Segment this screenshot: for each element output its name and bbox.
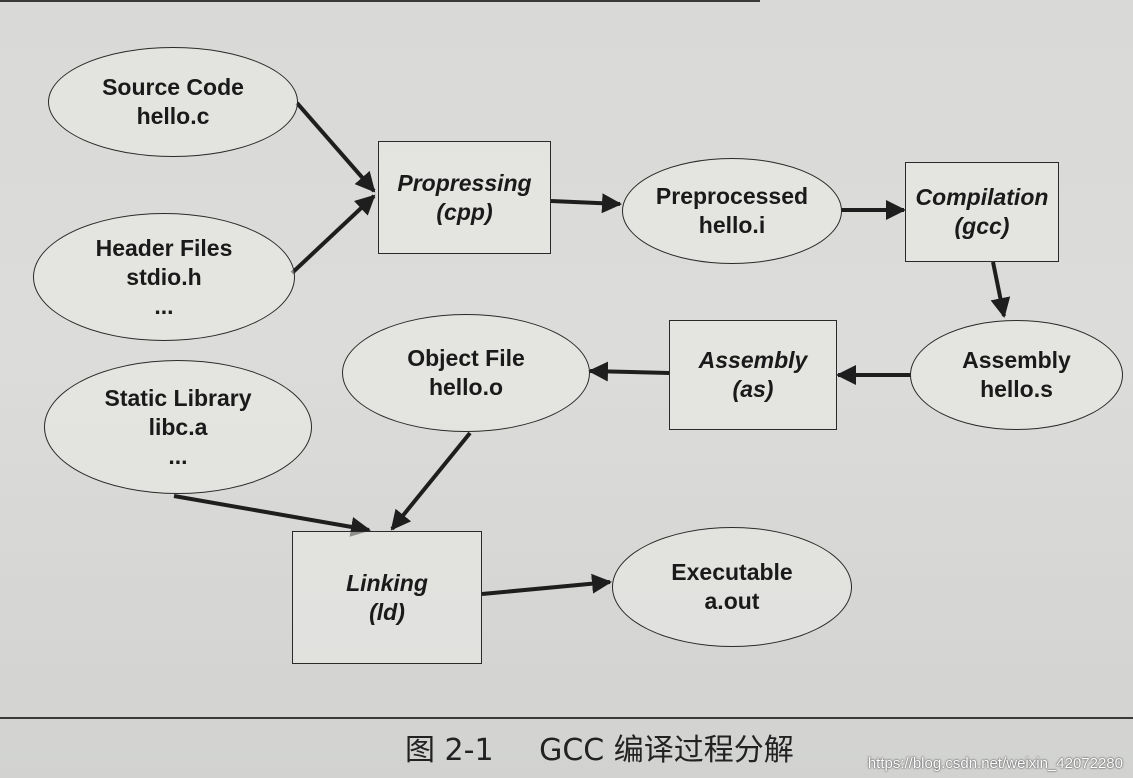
assembly-step-tool: (as) bbox=[732, 376, 774, 402]
arrow-assembly-step-to-object-file bbox=[588, 361, 670, 382]
arrow-source-to-propressing bbox=[295, 101, 376, 193]
static-library-more: ... bbox=[168, 442, 188, 469]
object-file-node: Object File hello.o bbox=[342, 314, 590, 432]
arrow-propressing-to-preprocessed bbox=[550, 193, 622, 214]
compilation-tool: (gcc) bbox=[954, 213, 1010, 239]
watermark-url: https://blog.csdn.net/weixin_42072280 bbox=[867, 755, 1123, 772]
static-library-node: Static Library libc.a ... bbox=[44, 360, 312, 494]
linking-tool: (ld) bbox=[369, 598, 405, 625]
preprocessed-label: Preprocessed bbox=[655, 183, 809, 209]
source-code-file: hello.c bbox=[136, 103, 210, 129]
preprocessed-node: Preprocessed hello.i bbox=[622, 158, 842, 264]
linking-node: Linking (ld) bbox=[292, 531, 482, 664]
assembly-step-node: Assembly (as) bbox=[669, 320, 837, 430]
arrow-header-to-propressing bbox=[290, 194, 376, 275]
object-file-label: Object File bbox=[407, 345, 525, 371]
bottom-rule bbox=[0, 717, 1133, 719]
executable-node: Executable a.out bbox=[612, 527, 852, 647]
compilation-label: Compilation bbox=[915, 184, 1049, 210]
preprocessed-file: hello.i bbox=[698, 212, 766, 238]
header-files-file: stdio.h bbox=[126, 263, 202, 290]
figure-number: 图 2-1 bbox=[405, 733, 494, 768]
assembly-step-label: Assembly bbox=[698, 347, 808, 373]
header-files-label: Header Files bbox=[95, 234, 233, 261]
propressing-label: Propressing bbox=[397, 169, 532, 196]
figure-caption: 图 2-1 GCC 编译过程分解 bbox=[405, 725, 794, 769]
object-file-file: hello.o bbox=[428, 374, 504, 400]
compilation-node: Compilation (gcc) bbox=[905, 162, 1059, 262]
executable-label: Executable bbox=[671, 559, 793, 585]
assembly-file-file: hello.s bbox=[980, 376, 1053, 402]
linking-label: Linking bbox=[346, 569, 428, 596]
source-code-node: Source Code hello.c bbox=[48, 47, 298, 157]
executable-file: a.out bbox=[704, 588, 760, 614]
arrow-linking-to-executable bbox=[481, 573, 612, 596]
static-library-file: libc.a bbox=[148, 413, 208, 440]
propressing-tool: (cpp) bbox=[436, 198, 493, 225]
assembly-file-label: Assembly bbox=[962, 347, 1071, 373]
source-code-label: Source Code bbox=[102, 74, 244, 100]
header-files-more: ... bbox=[154, 292, 174, 319]
static-library-label: Static Library bbox=[104, 384, 252, 411]
arrow-object-file-to-linking bbox=[390, 431, 472, 531]
propressing-node: Propressing (cpp) bbox=[378, 141, 551, 254]
arrow-compilation-to-assembly-file bbox=[990, 261, 1011, 318]
header-files-node: Header Files stdio.h ... bbox=[33, 213, 295, 341]
top-rule bbox=[0, 0, 760, 2]
figure-title: GCC 编译过程分解 bbox=[539, 733, 794, 768]
arrow-static-library-to-linking bbox=[173, 494, 371, 537]
assembly-file-node: Assembly hello.s bbox=[910, 320, 1123, 430]
